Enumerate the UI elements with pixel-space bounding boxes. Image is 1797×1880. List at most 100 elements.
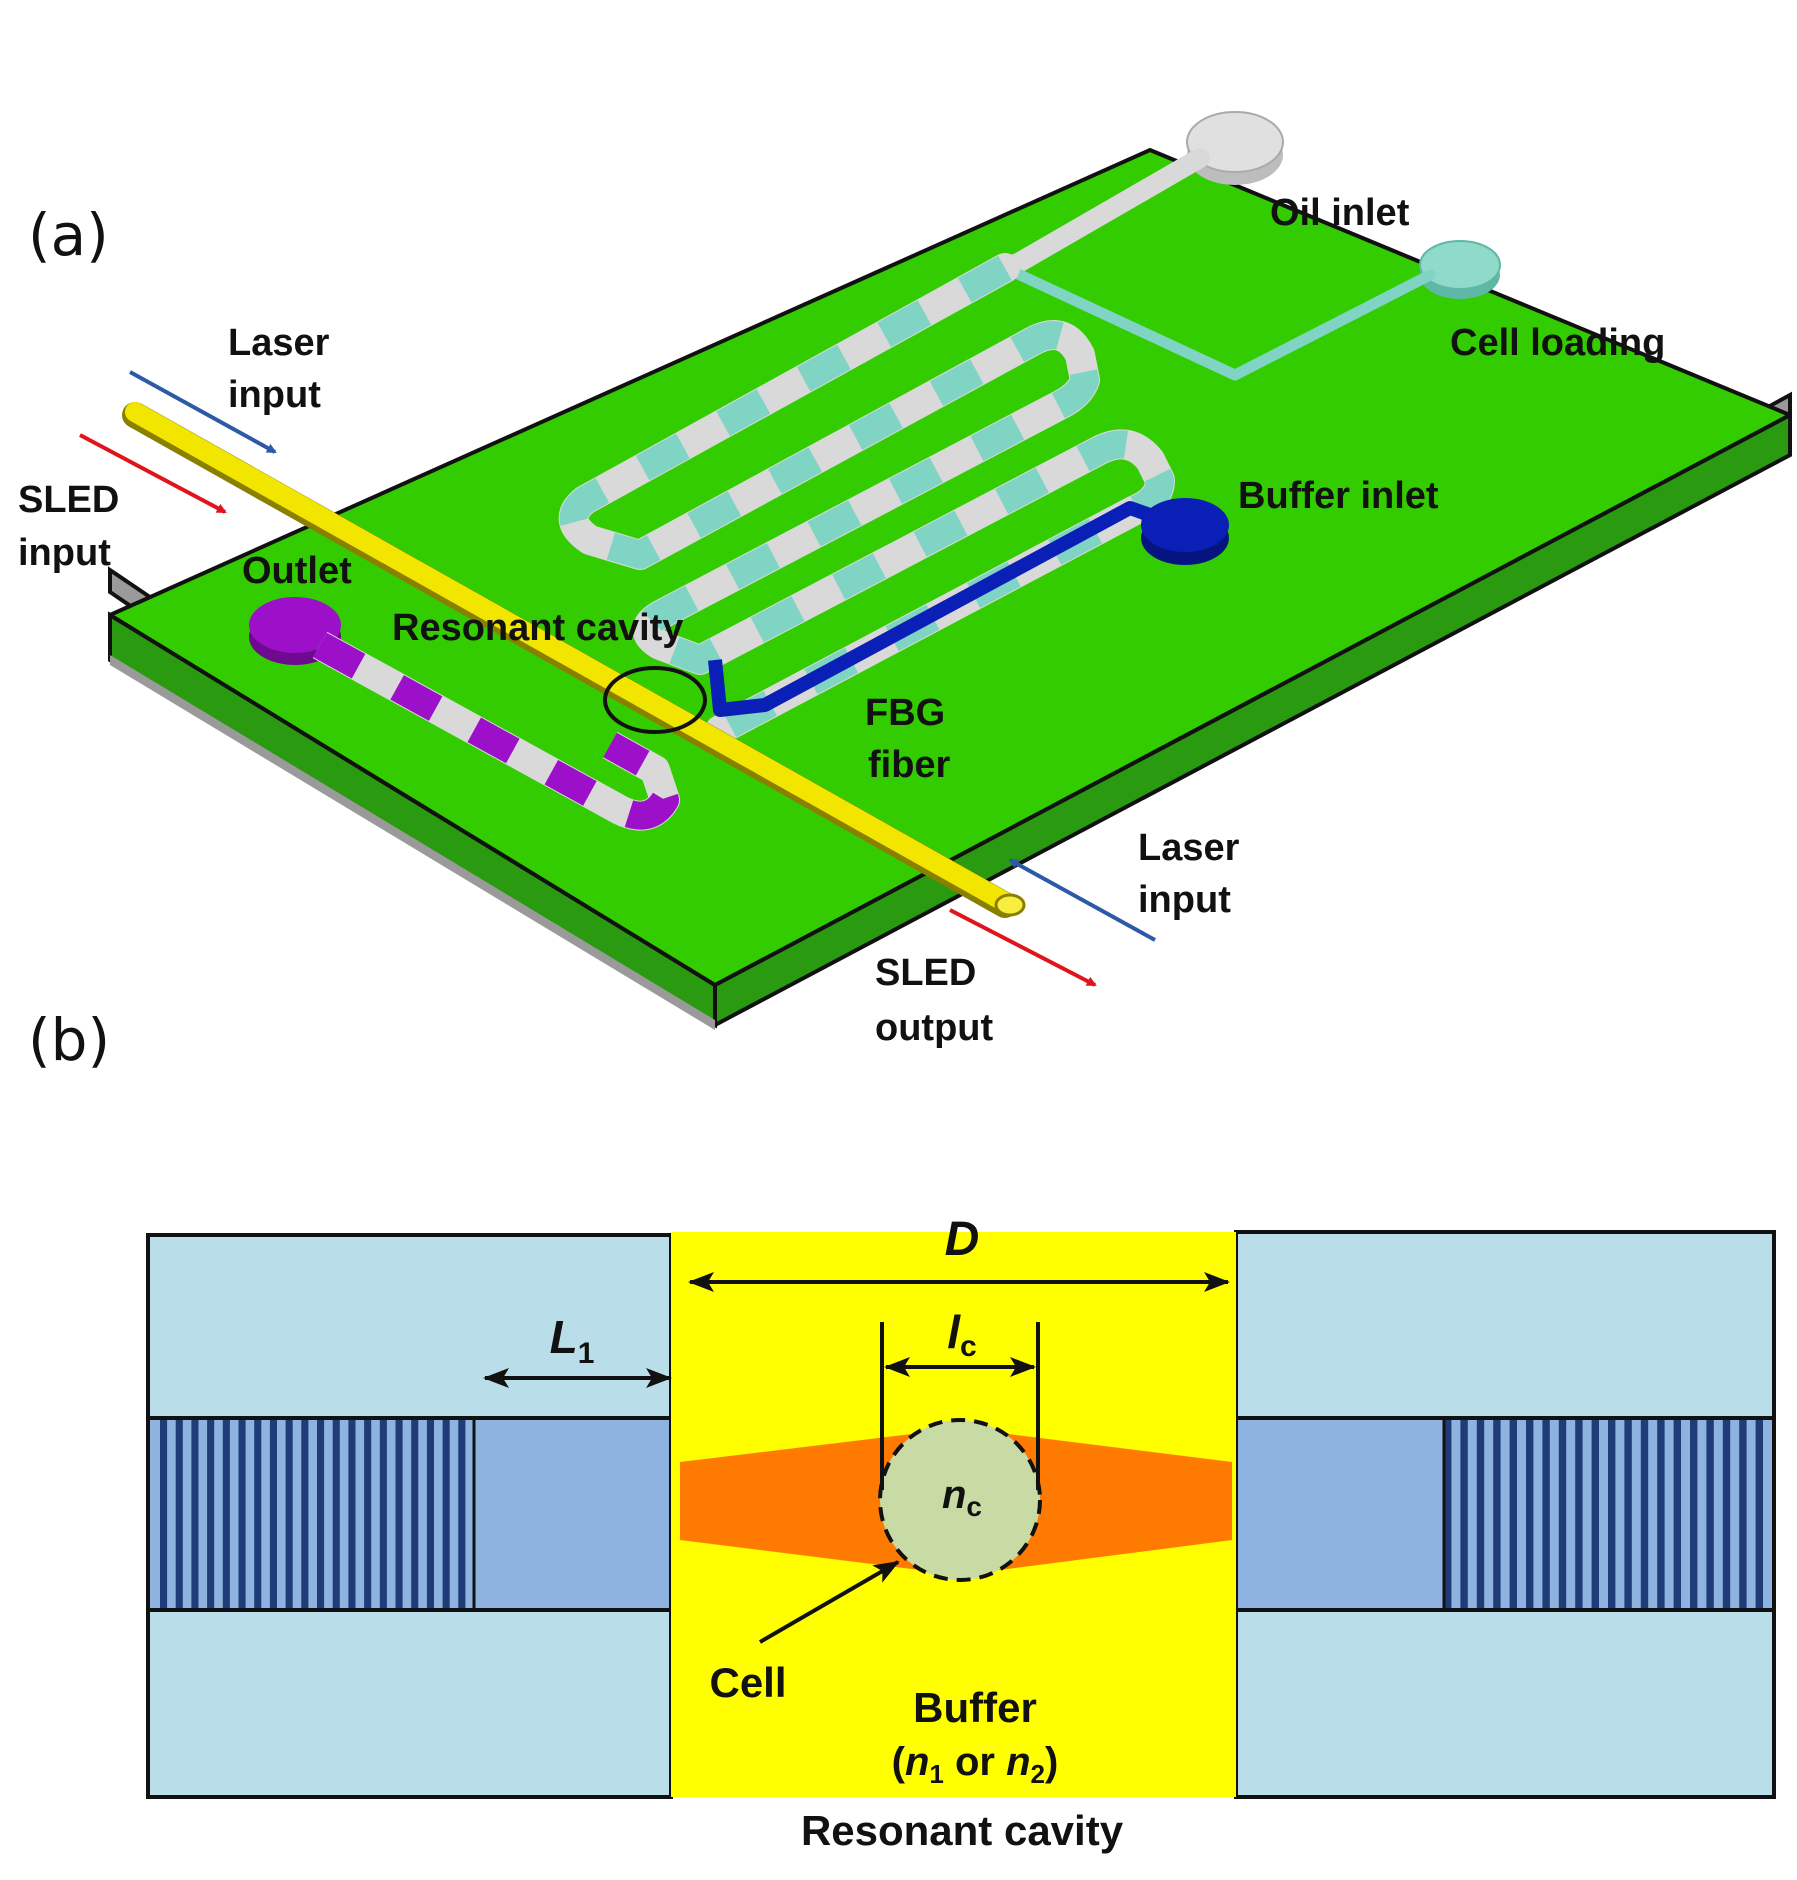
- label-laser-input-right-1: Laser: [1138, 827, 1240, 869]
- panel-b: (b) D L1 lc: [28, 1006, 1776, 1854]
- label-lc-sub: c: [960, 1330, 977, 1363]
- label-n1: n: [905, 1740, 929, 1784]
- label-nc-sub: c: [966, 1491, 982, 1522]
- label-cell-loading: Cell loading: [1450, 322, 1665, 364]
- label-resonant-cavity-b: Resonant cavity: [801, 1807, 1124, 1854]
- sled-output-arrow: [949, 908, 1097, 987]
- grating-stripe: [285, 1420, 293, 1608]
- label-l1: L1: [550, 1311, 595, 1370]
- label-sled-output-1: SLED: [875, 952, 976, 994]
- right-bragg-grating: [1444, 1420, 1763, 1608]
- grating-stripe: [1558, 1420, 1567, 1608]
- label-resonant-cavity-a: Resonant cavity: [392, 607, 683, 649]
- label-laser-input-left-2: input: [228, 374, 321, 416]
- grating-stripe: [1460, 1420, 1468, 1608]
- grating-stripe: [1755, 1420, 1763, 1608]
- grating-stripe: [238, 1420, 246, 1608]
- label-cell: Cell: [709, 1659, 786, 1706]
- label-l1-sub: 1: [578, 1337, 595, 1370]
- label-n2: n: [1006, 1740, 1030, 1784]
- serpentine-channel: [558, 253, 1175, 745]
- grating-stripe: [1673, 1420, 1681, 1608]
- cell-loading-reservoir: [1419, 240, 1501, 299]
- grating-stripe: [332, 1420, 340, 1608]
- left-fiber: [146, 1233, 673, 1799]
- grating-stripe: [1526, 1420, 1534, 1608]
- label-sled-input-2: input: [18, 532, 111, 574]
- grating-stripe: [379, 1420, 387, 1608]
- left-bragg-grating: [160, 1420, 466, 1608]
- right-core: [1234, 1416, 1776, 1612]
- resonant-cavity-marker: [603, 666, 707, 734]
- label-lc-main: l: [947, 1306, 961, 1358]
- grating-stripe: [301, 1420, 309, 1608]
- fbg-fiber: [122, 402, 1026, 918]
- label-outlet: Outlet: [242, 550, 352, 592]
- chip-gray-front: [110, 655, 715, 1030]
- label-n1-sub: 1: [929, 1759, 943, 1789]
- label-paren-open: (: [892, 1740, 906, 1784]
- sled-input-arrow: [79, 433, 227, 514]
- label-fiber: fiber: [868, 744, 951, 786]
- buffer-inlet-reservoir: [1141, 498, 1229, 565]
- grating-stripe: [1493, 1420, 1501, 1608]
- grating-stripe: [222, 1420, 230, 1608]
- grating-stripe: [1624, 1420, 1632, 1608]
- laser-input-left-arrow: [129, 370, 277, 454]
- grating-stripe: [1476, 1420, 1485, 1608]
- grating-stripe: [1591, 1420, 1599, 1608]
- label-buffer-inlet: Buffer inlet: [1238, 475, 1439, 517]
- grating-stripe: [364, 1420, 372, 1608]
- label-sled-output-2: output: [875, 1007, 994, 1049]
- label-or: or: [944, 1740, 1006, 1784]
- label-fbg: FBG: [865, 692, 945, 734]
- label-l1-main: L: [550, 1311, 578, 1363]
- label-laser-input-right-2: input: [1138, 879, 1231, 921]
- grating-stripe: [207, 1420, 215, 1608]
- grating-stripe: [442, 1420, 450, 1608]
- label-nc: nc: [942, 1473, 982, 1522]
- grating-stripe: [175, 1420, 183, 1608]
- grating-stripe: [254, 1420, 262, 1608]
- grating-stripe: [191, 1420, 199, 1608]
- label-d: D: [945, 1213, 980, 1266]
- label-lc: lc: [947, 1306, 976, 1363]
- grating-stripe: [1608, 1420, 1616, 1608]
- label-n2-sub: 2: [1031, 1759, 1045, 1789]
- laser-input-right-arrow: [1008, 858, 1156, 942]
- label-oil-inlet: Oil inlet: [1270, 192, 1410, 234]
- grating-stripe: [1640, 1420, 1649, 1608]
- grating-stripe: [348, 1420, 356, 1608]
- outlet-channel: [312, 631, 680, 831]
- grating-stripe: [411, 1420, 419, 1608]
- left-core: [146, 1416, 673, 1612]
- grating-stripe: [1690, 1420, 1698, 1608]
- grating-stripe: [1542, 1420, 1550, 1608]
- grating-stripe: [317, 1420, 325, 1608]
- oil-inlet-reservoir: [1186, 111, 1284, 185]
- cell-loading-channel: [999, 262, 1436, 381]
- label-buffer: Buffer: [913, 1684, 1037, 1731]
- grating-stripe: [269, 1420, 277, 1608]
- cell-circle: [878, 1418, 1042, 1582]
- grating-stripe: [395, 1420, 403, 1608]
- grating-stripe: [1739, 1420, 1747, 1608]
- label-laser-input-left-1: Laser: [228, 322, 330, 364]
- label-paren-close: ): [1045, 1740, 1058, 1784]
- label-nc-main: n: [942, 1473, 966, 1517]
- cell-pointer-arrow: [758, 1560, 900, 1644]
- label-sled-input-1: SLED: [18, 479, 119, 521]
- grating-stripe: [1575, 1420, 1583, 1608]
- panel-a: (a): [18, 111, 1792, 1049]
- label-buffer-index: (n1 or n2): [892, 1740, 1059, 1789]
- panel-a-tag: (a): [28, 201, 109, 269]
- panel-b-tag: (b): [28, 1006, 110, 1074]
- grating-stripe: [1444, 1420, 1452, 1608]
- right-fiber: [1234, 1230, 1776, 1799]
- grating-stripe: [458, 1420, 466, 1608]
- buffer-channel: [708, 501, 1153, 717]
- grating-stripe: [1657, 1420, 1665, 1608]
- grating-stripe: [1509, 1420, 1517, 1608]
- grating-stripe: [1722, 1420, 1731, 1608]
